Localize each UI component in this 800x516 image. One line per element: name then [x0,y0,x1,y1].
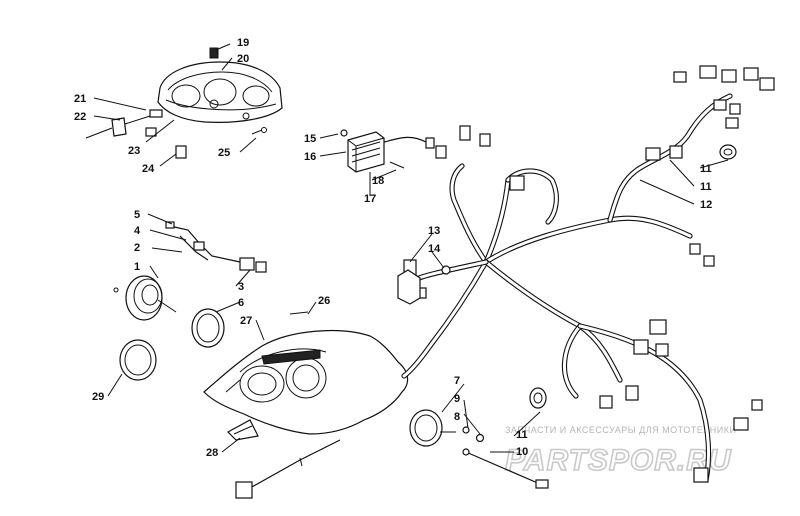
callout-9: 9 [454,393,460,405]
callout-24: 23 [128,145,140,157]
headlight-assembly [157,61,283,123]
callout-6: 6 [238,297,244,309]
callout-16: 15 [304,133,316,145]
connector-part-25 [175,145,187,159]
callout-10: 10 [516,446,528,458]
decal-part-29 [227,419,259,441]
callout-labels: 19 20 21 22 23 24 25 15 16 18 17 5 4 2 1… [74,37,712,459]
callout-22: 21 [74,93,86,105]
leader-lines [93,43,729,453]
callout-17: 16 [304,151,316,163]
bulb-part-20 [209,47,219,59]
speedometer [113,275,177,321]
callout-4: 4 [134,225,141,237]
callout-14: 13 [428,225,440,237]
callout-8: 8 [454,411,460,423]
callout-13: 12 [700,199,712,211]
callout-29: 28 [206,447,218,459]
callout-12: 11 [700,181,712,193]
clip-part-27 [289,311,309,315]
callout-2: 2 [134,242,140,254]
voltage-regulator [340,129,435,173]
callout-15: 14 [428,243,441,255]
lower-cable [235,439,341,499]
dash-panel [203,329,409,435]
callout-7: 7 [454,375,460,387]
gauge-ring-part-30 [119,339,157,381]
callout-11-upper: 11 [700,163,712,175]
callout-5: 5 [134,209,140,221]
callout-26: 25 [218,147,230,159]
callout-30: 29 [92,391,104,403]
callout-28: 27 [240,315,252,327]
screw-part-26 [251,127,267,135]
callout-20: 19 [237,37,249,49]
harness-connectors [403,65,775,483]
speedo-cable-part-10 [462,448,549,489]
callout-18: 17 [364,193,376,205]
gauge-ring-part-6 [191,308,225,348]
gauge-harness-part-3-5 [165,221,267,273]
callout-23: 22 [74,111,86,123]
main-harness [401,93,733,483]
callout-25: 24 [142,163,155,175]
tachometer [409,409,485,447]
screw-part-22-23 [85,109,163,139]
watermark-tagline: ЗАПЧАСТИ И АКСЕССУАРЫ ДЛЯ МОТОТЕХНИКИ [505,425,736,435]
callout-3: 3 [238,281,244,293]
callout-11-lower: 11 [516,429,528,441]
callout-21: 20 [237,53,249,65]
grommet-part-11-lower [529,387,547,409]
callout-27: 26 [318,295,330,307]
callout-1: 1 [134,261,140,273]
callout-19: 18 [372,175,384,187]
watermark-logo: PARTSPOR.RU [505,444,732,477]
grommet-part-11 [719,144,737,160]
